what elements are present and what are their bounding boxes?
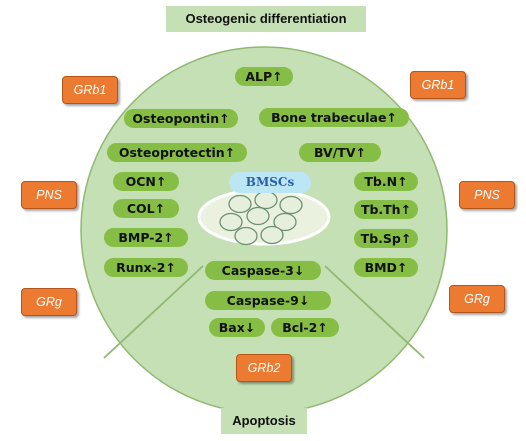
cell xyxy=(279,195,303,215)
title-box: Osteogenic differentiation xyxy=(166,6,366,32)
grb1-right-label: GRb1 xyxy=(410,71,466,99)
osteoprotectin-pill: Osteoprotectin↑ xyxy=(107,143,247,162)
col-pill: COL↑ xyxy=(113,199,179,218)
ocn-pill: OCN↑ xyxy=(113,172,179,191)
bmsc-label: BMSCs xyxy=(229,172,311,193)
tbn-pill: Tb.N↑ xyxy=(354,172,418,191)
cell xyxy=(254,190,278,210)
caspase9-pill: Caspase-9↓ xyxy=(205,291,331,310)
cell-group xyxy=(219,190,303,246)
cell xyxy=(260,225,284,245)
bone-trabeculae-pill: Bone trabeculae↑ xyxy=(259,108,409,127)
cell xyxy=(273,212,297,232)
pns-left-label: PNS xyxy=(21,181,77,209)
bax-pill: Bax↓ xyxy=(209,318,265,337)
divider-left xyxy=(103,265,204,359)
bcl2-pill: Bcl-2↑ xyxy=(271,318,339,337)
pns-right-label: PNS xyxy=(459,181,515,209)
apoptosis-box: Apoptosis xyxy=(221,408,307,434)
grg-left-label: GRg xyxy=(21,288,77,316)
osteopontin-pill: Osteopontin↑ xyxy=(124,109,238,128)
tbsp-pill: Tb.Sp↑ xyxy=(354,229,418,248)
alp-pill: ALP↑ xyxy=(235,67,293,86)
bmd-pill: BMD↑ xyxy=(354,258,418,277)
divider-right xyxy=(324,265,425,359)
runx2-pill: Runx-2↑ xyxy=(104,258,188,277)
bmp2-pill: BMP-2↑ xyxy=(104,228,188,247)
grg-right-label: GRg xyxy=(449,285,505,313)
grb2-label: GRb2 xyxy=(236,354,292,382)
cell xyxy=(246,206,270,226)
tbth-pill: Tb.Th↑ xyxy=(354,200,418,219)
grb1-left-label: GRb1 xyxy=(62,76,118,104)
caspase3-pill: Caspase-3↓ xyxy=(205,261,321,280)
cell xyxy=(234,226,258,246)
bv-tv-pill: BV/TV↑ xyxy=(299,143,381,162)
cell xyxy=(228,194,252,214)
cell xyxy=(219,212,243,232)
